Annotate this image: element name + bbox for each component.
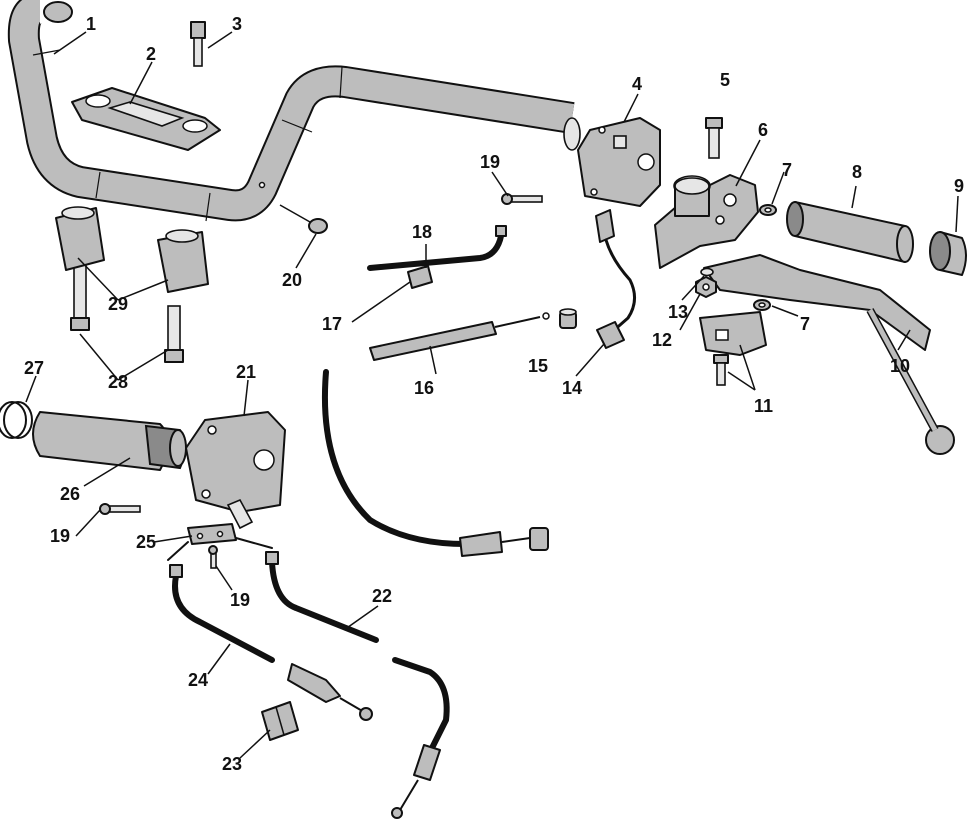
callout-10: 10 bbox=[890, 356, 910, 376]
callout-19b: 19 bbox=[50, 526, 70, 546]
callout-16: 16 bbox=[414, 378, 434, 398]
cable-18-part bbox=[367, 225, 507, 271]
cable-24-part bbox=[169, 564, 373, 721]
callout-26: 26 bbox=[60, 484, 80, 504]
grip-ring-part bbox=[0, 401, 33, 439]
callout-24: 24 bbox=[188, 670, 208, 690]
lever-clamp-part bbox=[699, 311, 767, 386]
cable-clip-part bbox=[407, 265, 433, 289]
washer-part bbox=[753, 204, 777, 311]
brake-perch-part bbox=[654, 174, 759, 269]
right-grip-part bbox=[786, 201, 914, 263]
riser-part bbox=[55, 206, 209, 293]
master-cylinder-bolt-part bbox=[705, 117, 723, 159]
left-grip-part bbox=[32, 411, 187, 471]
callout-19a: 19 bbox=[480, 152, 500, 172]
callout-13: 13 bbox=[668, 302, 688, 322]
nut-part bbox=[695, 276, 717, 298]
callout-2: 2 bbox=[146, 44, 156, 64]
screw-part bbox=[99, 193, 543, 569]
small-washer-part bbox=[700, 267, 714, 277]
callout-9: 9 bbox=[954, 176, 964, 196]
callout-22: 22 bbox=[372, 586, 392, 606]
callout-28: 28 bbox=[108, 372, 128, 392]
callout-15: 15 bbox=[528, 356, 548, 376]
callout-29: 29 bbox=[108, 294, 128, 314]
throttle-cable-part bbox=[321, 369, 549, 557]
callout-3: 3 bbox=[232, 14, 242, 34]
split-clip-part bbox=[261, 701, 299, 741]
callout-1: 1 bbox=[86, 14, 96, 34]
plug-part bbox=[279, 204, 328, 234]
callout-11: 11 bbox=[754, 396, 773, 416]
callout-7b: 7 bbox=[800, 314, 810, 334]
left-switch-housing-part bbox=[185, 411, 286, 530]
callout-8: 8 bbox=[852, 162, 862, 182]
leader-lines bbox=[25, 31, 959, 759]
callout-18: 18 bbox=[412, 222, 432, 242]
right-switch-housing-part bbox=[577, 117, 661, 207]
callout-14: 14 bbox=[562, 378, 582, 398]
cable-barrel-part bbox=[559, 308, 577, 329]
riser-bolt-part bbox=[70, 259, 184, 363]
cable-22-part bbox=[265, 551, 450, 819]
callout-21: 21 bbox=[236, 362, 256, 382]
bracket-part bbox=[167, 523, 273, 561]
callout-23: 23 bbox=[222, 754, 242, 774]
top-clamp-part bbox=[71, 87, 221, 151]
callout-25: 25 bbox=[136, 532, 156, 552]
callout-7a: 7 bbox=[782, 160, 792, 180]
callout-20: 20 bbox=[282, 270, 302, 290]
callout-6: 6 bbox=[758, 120, 768, 140]
callout-numbers: 1 2 3 4 5 6 7 8 9 10 11 12 13 7 14 15 16… bbox=[24, 14, 964, 774]
clamp-bolt-part bbox=[190, 21, 206, 67]
callout-12: 12 bbox=[652, 330, 672, 350]
bar-end-part bbox=[929, 231, 967, 276]
cable-16-part bbox=[369, 312, 550, 361]
callout-4: 4 bbox=[632, 74, 642, 94]
brake-switch-part bbox=[595, 209, 636, 349]
callout-5: 5 bbox=[720, 70, 730, 90]
callout-27: 27 bbox=[24, 358, 44, 378]
callout-19c: 19 bbox=[230, 590, 250, 610]
callout-17: 17 bbox=[322, 314, 342, 334]
brake-lever-part bbox=[703, 254, 955, 455]
handlebar-part bbox=[7, 0, 581, 222]
